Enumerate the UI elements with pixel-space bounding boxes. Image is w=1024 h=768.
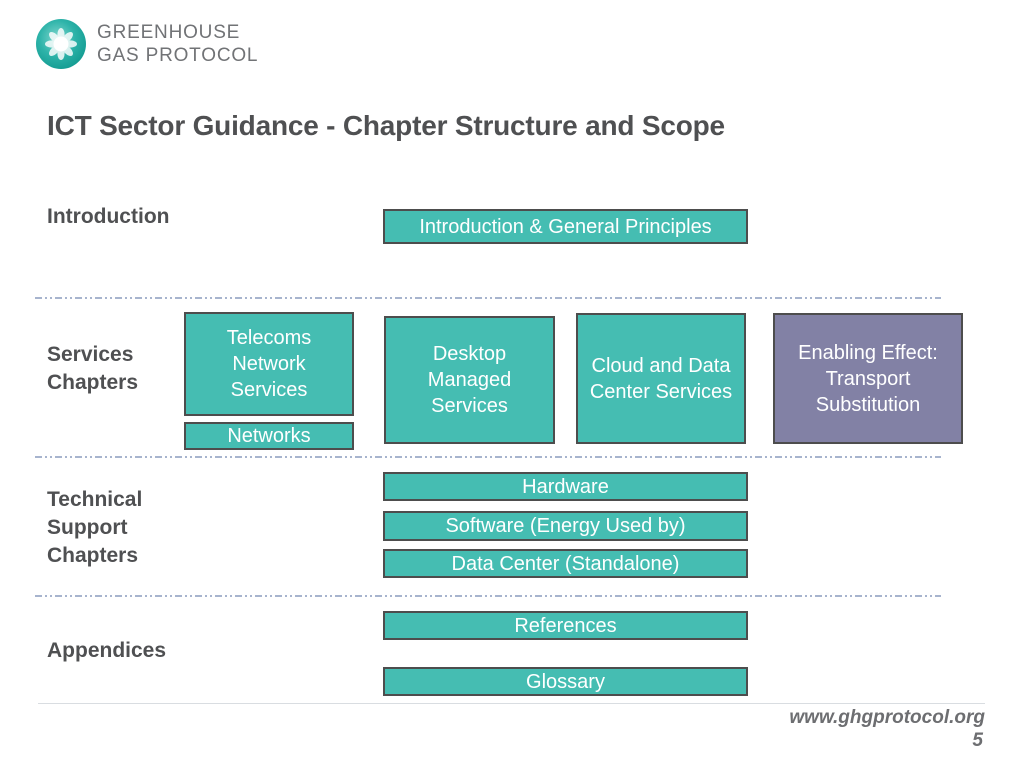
page-title: ICT Sector Guidance - Chapter Structure … [47, 110, 725, 141]
section-label-services-chapters: Services Chapters [47, 343, 139, 394]
logo-line-2: GAS PROTOCOL [97, 45, 259, 66]
section-label-introduction: Introduction [47, 205, 170, 228]
section-label-technical-support-chapters: Technical Support Chapters [47, 488, 143, 567]
chapter-box-references: References [383, 611, 748, 640]
section-label-appendices: Appendices [47, 639, 167, 662]
chapter-box-glossary: Glossary [383, 667, 748, 696]
chapter-box-telecoms-network-services: Telecoms Network Services [184, 312, 354, 416]
section-divider [35, 456, 941, 458]
chapter-box-networks: Networks [184, 422, 354, 450]
chapter-box-cloud-data-center-services: Cloud and Data Center Services [576, 313, 746, 444]
section-divider [35, 297, 941, 299]
ghg-logo-icon [36, 19, 86, 69]
chapter-box-desktop-managed-services: Desktop Managed Services [384, 316, 555, 444]
footer-divider [38, 703, 985, 704]
ghg-logo: GREENHOUSE GAS PROTOCOL [35, 18, 258, 70]
footer-url: www.ghgprotocol.org [789, 707, 985, 728]
logo-line-1: GREENHOUSE [97, 21, 241, 43]
chapter-box-introduction-general-principles: Introduction & General Principles [383, 209, 748, 244]
chapter-box-enabling-effect-transport-substitution: Enabling Effect: Transport Substitution [773, 313, 963, 444]
page-number: 5 [972, 730, 983, 751]
section-divider [35, 595, 941, 597]
chapter-box-data-center-standalone: Data Center (Standalone) [383, 549, 748, 578]
chapter-box-software-energy-used-by: Software (Energy Used by) [383, 511, 748, 541]
ghg-logo-wordmark: GREENHOUSE GAS PROTOCOL [97, 21, 258, 67]
chapter-box-hardware: Hardware [383, 472, 748, 501]
